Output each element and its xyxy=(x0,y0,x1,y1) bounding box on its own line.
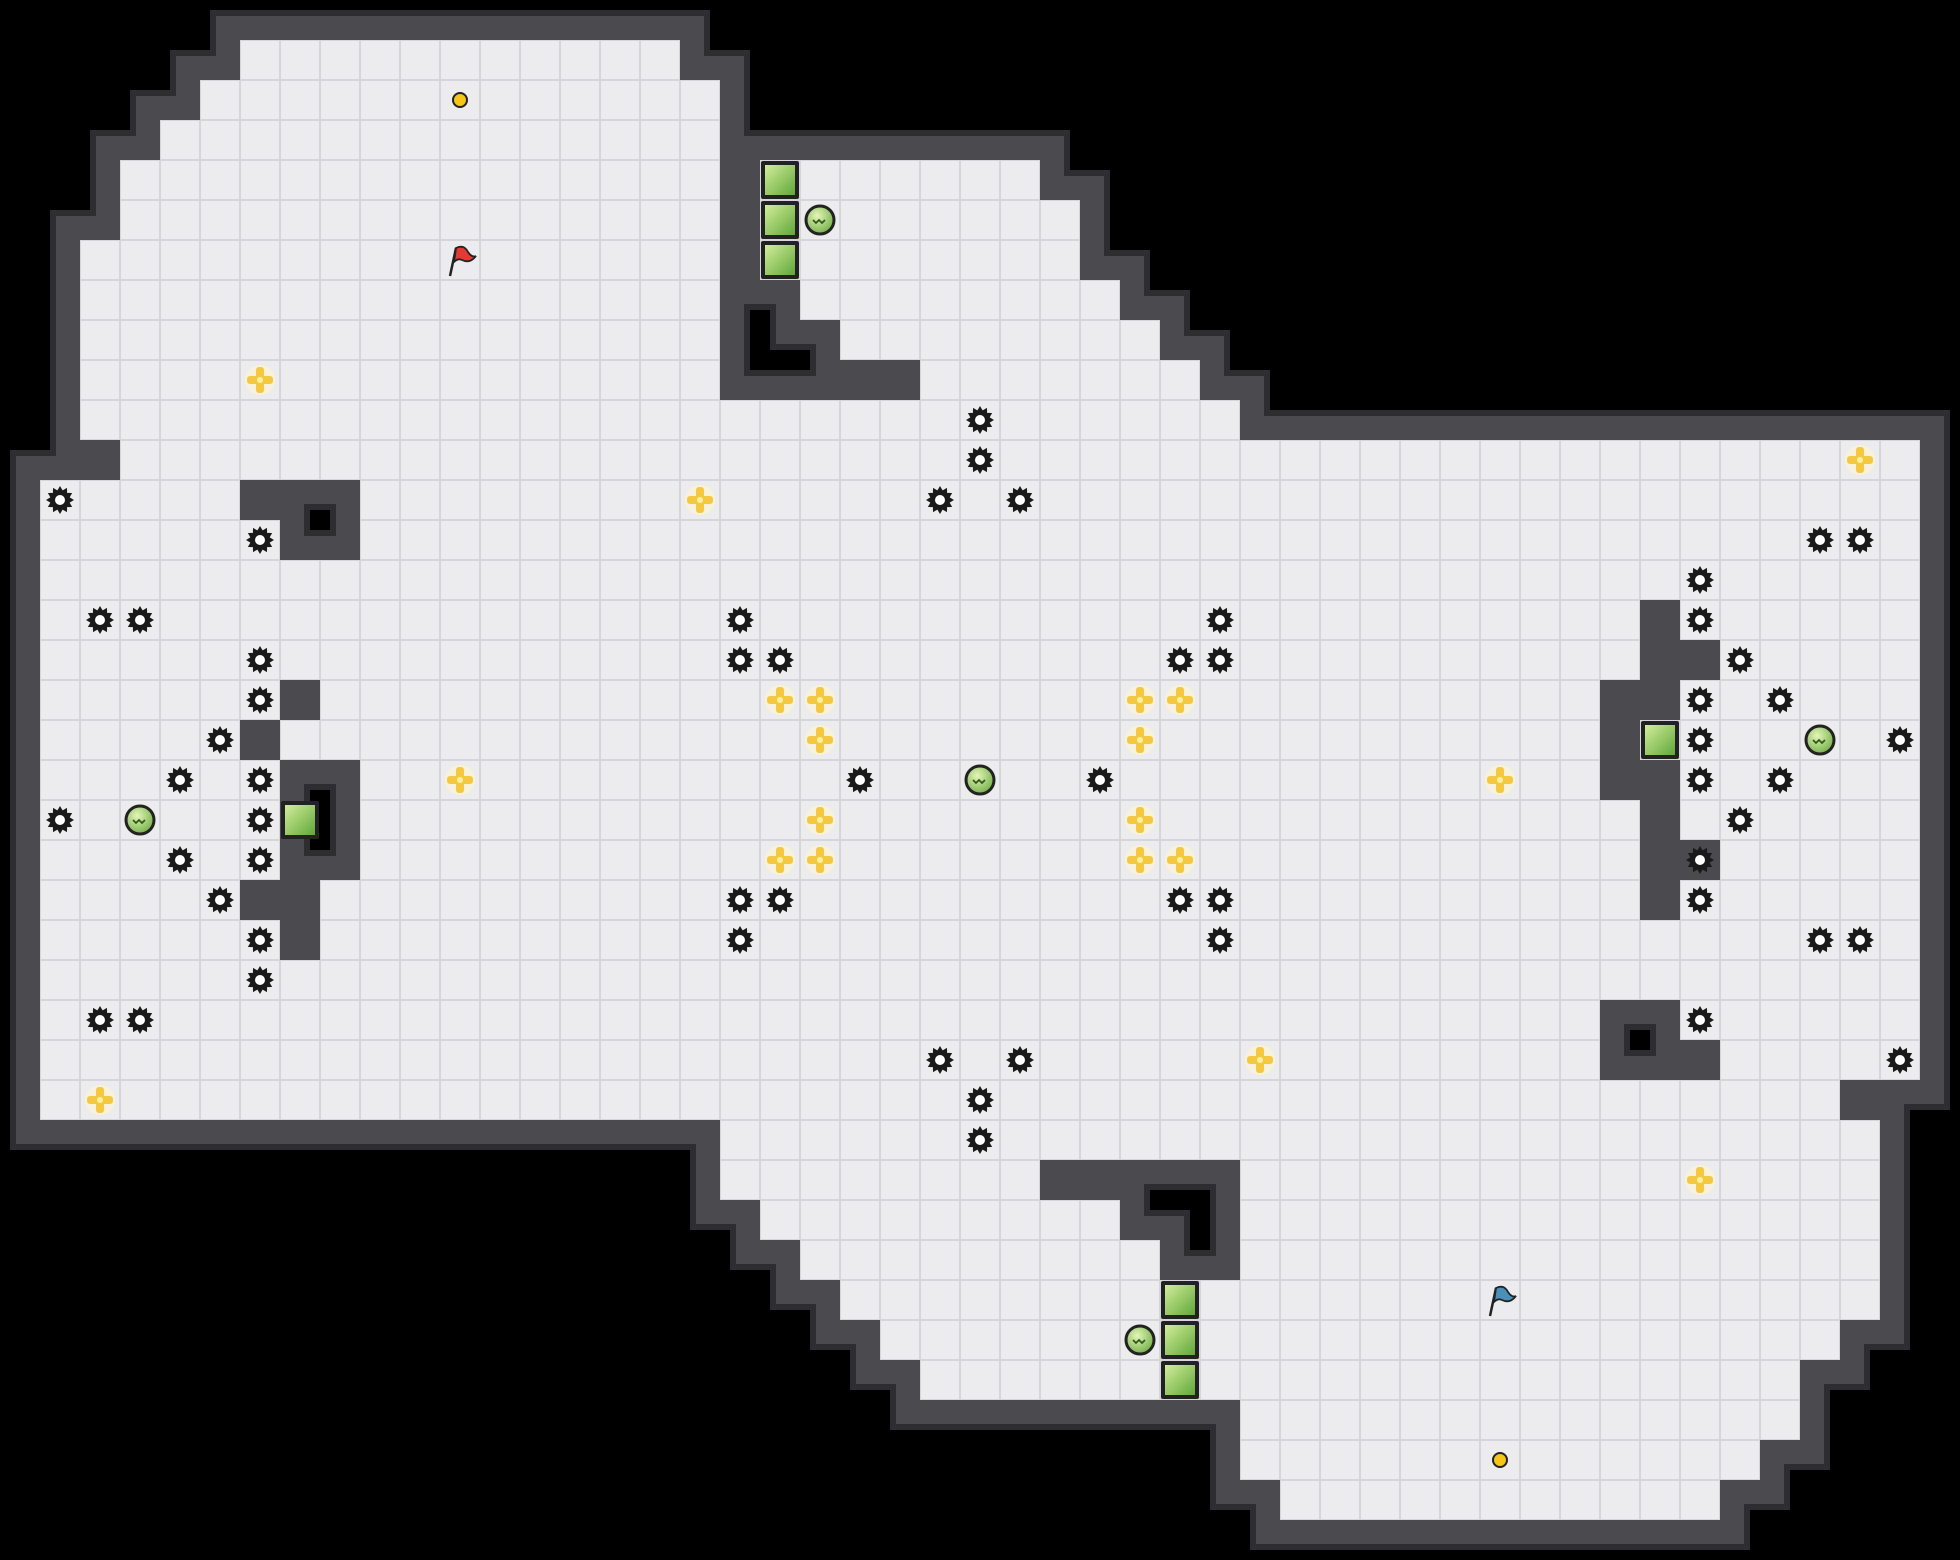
gear-icon xyxy=(206,886,234,914)
gear-icon xyxy=(246,686,274,714)
gear-icon xyxy=(246,926,274,954)
gear-icon xyxy=(86,1006,114,1034)
flag-red-icon xyxy=(448,245,477,277)
crate-icon xyxy=(1161,1321,1199,1359)
gear-icon xyxy=(926,486,954,514)
gear-icon xyxy=(1206,646,1234,674)
coin-icon xyxy=(1492,1452,1508,1468)
gear-icon xyxy=(966,1126,994,1154)
gear-icon xyxy=(166,766,194,794)
gear-icon xyxy=(1166,886,1194,914)
plus-pickup-icon xyxy=(1685,1165,1715,1195)
plus-pickup-icon xyxy=(1125,845,1155,875)
entity-layer xyxy=(46,92,1914,1468)
gear-icon xyxy=(1686,606,1714,634)
gear-icon xyxy=(166,846,194,874)
gear-icon xyxy=(1766,686,1794,714)
gear-icon xyxy=(1806,926,1834,954)
orb-icon xyxy=(1124,1324,1156,1356)
crate-icon xyxy=(281,801,319,839)
plus-pickup-icon xyxy=(805,725,835,755)
gear-icon xyxy=(1726,646,1754,674)
gear-icon xyxy=(46,806,74,834)
gear-icon xyxy=(1886,1046,1914,1074)
orb-icon xyxy=(964,764,996,796)
gear-icon xyxy=(206,726,234,754)
plus-pickup-icon xyxy=(1125,725,1155,755)
plus-pickup-icon xyxy=(1485,765,1515,795)
gear-icon xyxy=(246,646,274,674)
gear-icon xyxy=(1686,1006,1714,1034)
gear-icon xyxy=(1086,766,1114,794)
plus-pickup-icon xyxy=(1125,805,1155,835)
plus-pickup-icon xyxy=(765,685,795,715)
gear-icon xyxy=(726,646,754,674)
gear-icon xyxy=(86,606,114,634)
gear-icon xyxy=(1206,926,1234,954)
gear-icon xyxy=(1686,686,1714,714)
gear-icon xyxy=(1166,646,1194,674)
plus-pickup-icon xyxy=(685,485,715,515)
gear-icon xyxy=(1686,766,1714,794)
gear-icon xyxy=(1726,806,1754,834)
plus-pickup-icon xyxy=(1845,445,1875,475)
gear-icon xyxy=(966,1086,994,1114)
crate-icon xyxy=(1641,721,1679,759)
gear-icon xyxy=(726,926,754,954)
gear-icon xyxy=(246,526,274,554)
plus-pickup-icon xyxy=(245,365,275,395)
gear-icon xyxy=(966,406,994,434)
gear-icon xyxy=(1686,566,1714,594)
plus-pickup-icon xyxy=(1165,845,1195,875)
gear-icon xyxy=(126,606,154,634)
coin-icon xyxy=(452,92,468,108)
plus-pickup-icon xyxy=(445,765,475,795)
gear-icon xyxy=(126,1006,154,1034)
gear-icon xyxy=(726,606,754,634)
gear-icon xyxy=(1846,926,1874,954)
gear-icon xyxy=(1006,486,1034,514)
gear-icon xyxy=(246,806,274,834)
crate-icon xyxy=(761,161,799,199)
plus-pickup-icon xyxy=(805,845,835,875)
gear-icon xyxy=(1206,886,1234,914)
gear-icon xyxy=(1846,526,1874,554)
gear-icon xyxy=(766,646,794,674)
plus-pickup-icon xyxy=(85,1085,115,1115)
orb-icon xyxy=(804,204,836,236)
crate-icon xyxy=(761,241,799,279)
gear-icon xyxy=(1766,766,1794,794)
crate-icon xyxy=(1161,1281,1199,1319)
gear-icon xyxy=(1806,526,1834,554)
plus-pickup-icon xyxy=(1245,1045,1275,1075)
orb-icon xyxy=(1804,724,1836,756)
gear-icon xyxy=(1686,846,1714,874)
gear-icon xyxy=(1006,1046,1034,1074)
gear-icon xyxy=(926,1046,954,1074)
gear-icon xyxy=(766,886,794,914)
plus-pickup-icon xyxy=(1165,685,1195,715)
gear-icon xyxy=(846,766,874,794)
flag-blue-icon xyxy=(1488,1285,1517,1317)
gear-icon xyxy=(1686,726,1714,754)
plus-pickup-icon xyxy=(1125,685,1155,715)
gear-icon xyxy=(246,966,274,994)
plus-pickup-icon xyxy=(805,805,835,835)
gear-icon xyxy=(246,766,274,794)
grid-lines xyxy=(40,40,1920,1520)
plus-pickup-icon xyxy=(805,685,835,715)
gear-icon xyxy=(966,446,994,474)
gear-icon xyxy=(46,486,74,514)
crate-icon xyxy=(1161,1361,1199,1399)
gear-icon xyxy=(1686,886,1714,914)
plus-pickup-icon xyxy=(765,845,795,875)
crate-icon xyxy=(761,201,799,239)
gear-icon xyxy=(1206,606,1234,634)
gear-icon xyxy=(246,846,274,874)
gear-icon xyxy=(1886,726,1914,754)
gear-icon xyxy=(726,886,754,914)
orb-icon xyxy=(124,804,156,836)
